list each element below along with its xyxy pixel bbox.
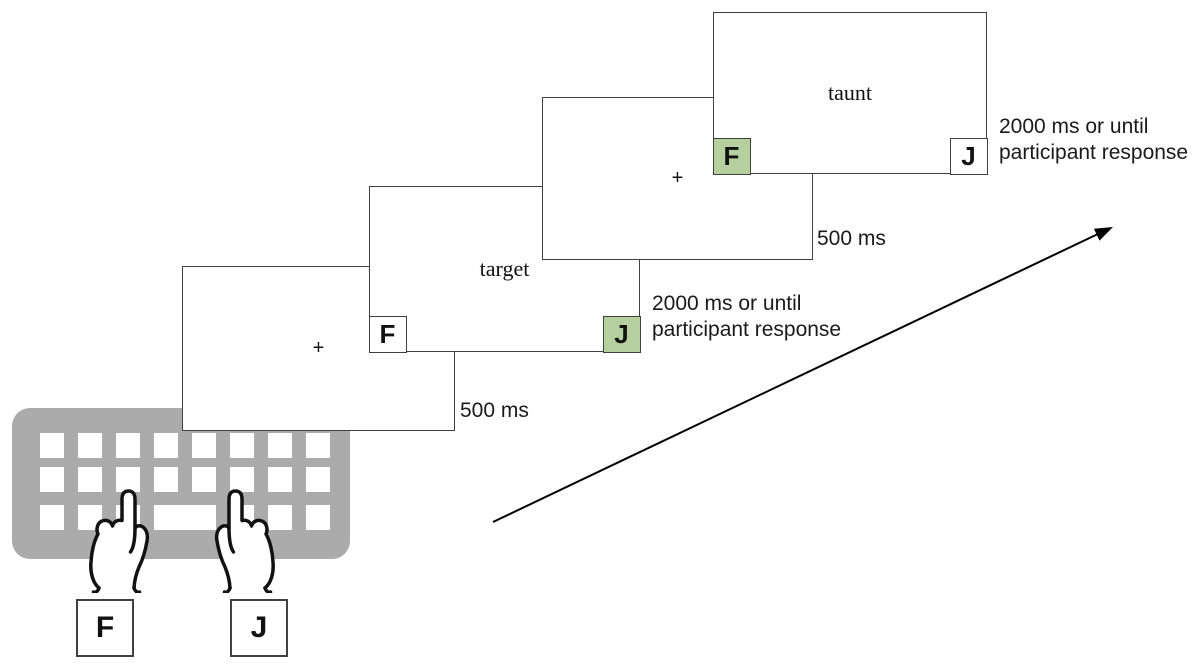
keyboard-key — [230, 467, 254, 492]
response-key-j: J — [230, 599, 288, 657]
keyboard-key — [40, 467, 64, 492]
stimulus-word: target — [479, 256, 530, 281]
keyboard-key — [40, 433, 64, 458]
stimulus-word: taunt — [828, 80, 872, 105]
keyboard-key — [306, 467, 330, 492]
keyboard-key — [230, 433, 254, 458]
j-key-box-highlighted: J — [602, 315, 641, 353]
keyboard-key — [154, 467, 178, 492]
keyboard-key — [116, 467, 140, 492]
keyboard-key — [268, 433, 292, 458]
duration-line-1: 2000 ms or until — [999, 115, 1149, 138]
pointing-hand-right-icon — [214, 489, 280, 594]
pointing-hand-left-icon — [84, 489, 150, 594]
keyboard-key — [78, 467, 102, 492]
duration-label-fixation-2: 500 ms — [817, 227, 886, 250]
duration-line-2: participant response — [652, 318, 842, 341]
keyboard-key — [154, 433, 178, 458]
keyboard-key — [306, 433, 330, 458]
keyboard-spacebar — [154, 505, 216, 530]
keyboard-key — [268, 467, 292, 492]
f-key-box: F — [368, 315, 407, 353]
fixation-cross: + — [312, 337, 325, 359]
screen-taunt-word: taunt F J — [712, 12, 988, 175]
f-key-box-highlighted: F — [712, 137, 751, 175]
keyboard-key — [116, 433, 140, 458]
j-key-box: J — [949, 137, 988, 175]
duration-line-2: participant response — [999, 141, 1189, 164]
time-arrow-icon — [480, 210, 1130, 540]
fixation-cross: + — [671, 167, 684, 189]
keyboard-key — [78, 433, 102, 458]
duration-label-fixation-1: 500 ms — [460, 399, 529, 422]
keyboard-key — [192, 433, 216, 458]
duration-label-taunt: 2000 ms or until participant response — [999, 114, 1188, 166]
keyboard-icon — [12, 408, 350, 559]
response-key-f: F — [76, 599, 134, 657]
keyboard-key — [40, 505, 64, 530]
keyboard-key — [306, 505, 330, 530]
duration-line-1: 2000 ms or until — [652, 292, 802, 315]
keyboard-key — [268, 505, 292, 530]
duration-label-target: 2000 ms or until participant response — [652, 291, 841, 343]
keyboard-key — [192, 467, 216, 492]
